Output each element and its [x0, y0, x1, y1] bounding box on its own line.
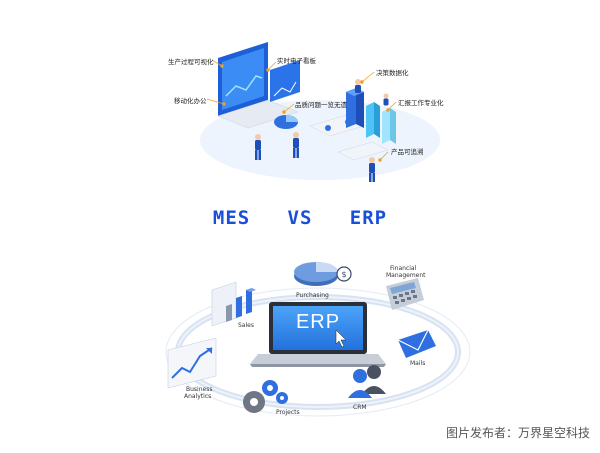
- label-business-1: Business: [186, 386, 213, 393]
- callout-lines: [206, 59, 397, 162]
- label-production-visual: 生产过程可视化: [168, 58, 214, 66]
- purchasing-pie-icon: $: [294, 262, 352, 286]
- label-realtime-board: 实时电子看板: [277, 57, 316, 65]
- mail-icon: [397, 329, 436, 358]
- crm-people-icon: [348, 365, 386, 398]
- label-report-pro: 汇报工作专业化: [398, 99, 444, 107]
- label-mobile-office: 移动化办公: [174, 97, 207, 105]
- pie-chart-icon: [274, 115, 298, 129]
- label-traceability: 产品可追溯: [391, 148, 424, 156]
- erp-laptop-icon: [250, 302, 386, 367]
- label-projects: Projects: [276, 409, 300, 416]
- title-vs: VS: [287, 207, 313, 229]
- board-screen-icon: [270, 60, 300, 102]
- label-mails: Mails: [410, 360, 426, 367]
- label-financial-2: Management: [386, 272, 426, 279]
- label-sales: Sales: [238, 322, 254, 329]
- title-mes: MES: [212, 207, 251, 229]
- worker-figures-icon: [255, 79, 389, 182]
- calculator-icon: [386, 278, 424, 310]
- sales-chart-icon: [211, 281, 256, 327]
- label-decision-data: 决策数据化: [376, 69, 409, 77]
- title-erp: ERP: [349, 207, 388, 229]
- mes-illustration: [200, 42, 440, 182]
- svg-text:$: $: [341, 270, 346, 279]
- label-financial-1: Financial: [390, 265, 417, 272]
- gears-icon: [243, 380, 288, 413]
- analytics-chart-icon: [167, 337, 217, 389]
- label-quality-issue: 品质问题一览无遗: [295, 101, 347, 109]
- publisher-credit: 图片发布者：万界星空科技: [445, 426, 590, 440]
- erp-illustration: $: [165, 262, 471, 417]
- page-title: MES VS ERP: [0, 207, 600, 229]
- label-business-2: Analytics: [184, 393, 212, 400]
- label-crm: CRM: [353, 404, 367, 411]
- dashboard-screen-icon: [217, 42, 299, 129]
- bar-tower-icon: [346, 88, 396, 144]
- erp-screen-text: ERP: [295, 311, 341, 333]
- label-purchasing: Purchasing: [296, 292, 329, 299]
